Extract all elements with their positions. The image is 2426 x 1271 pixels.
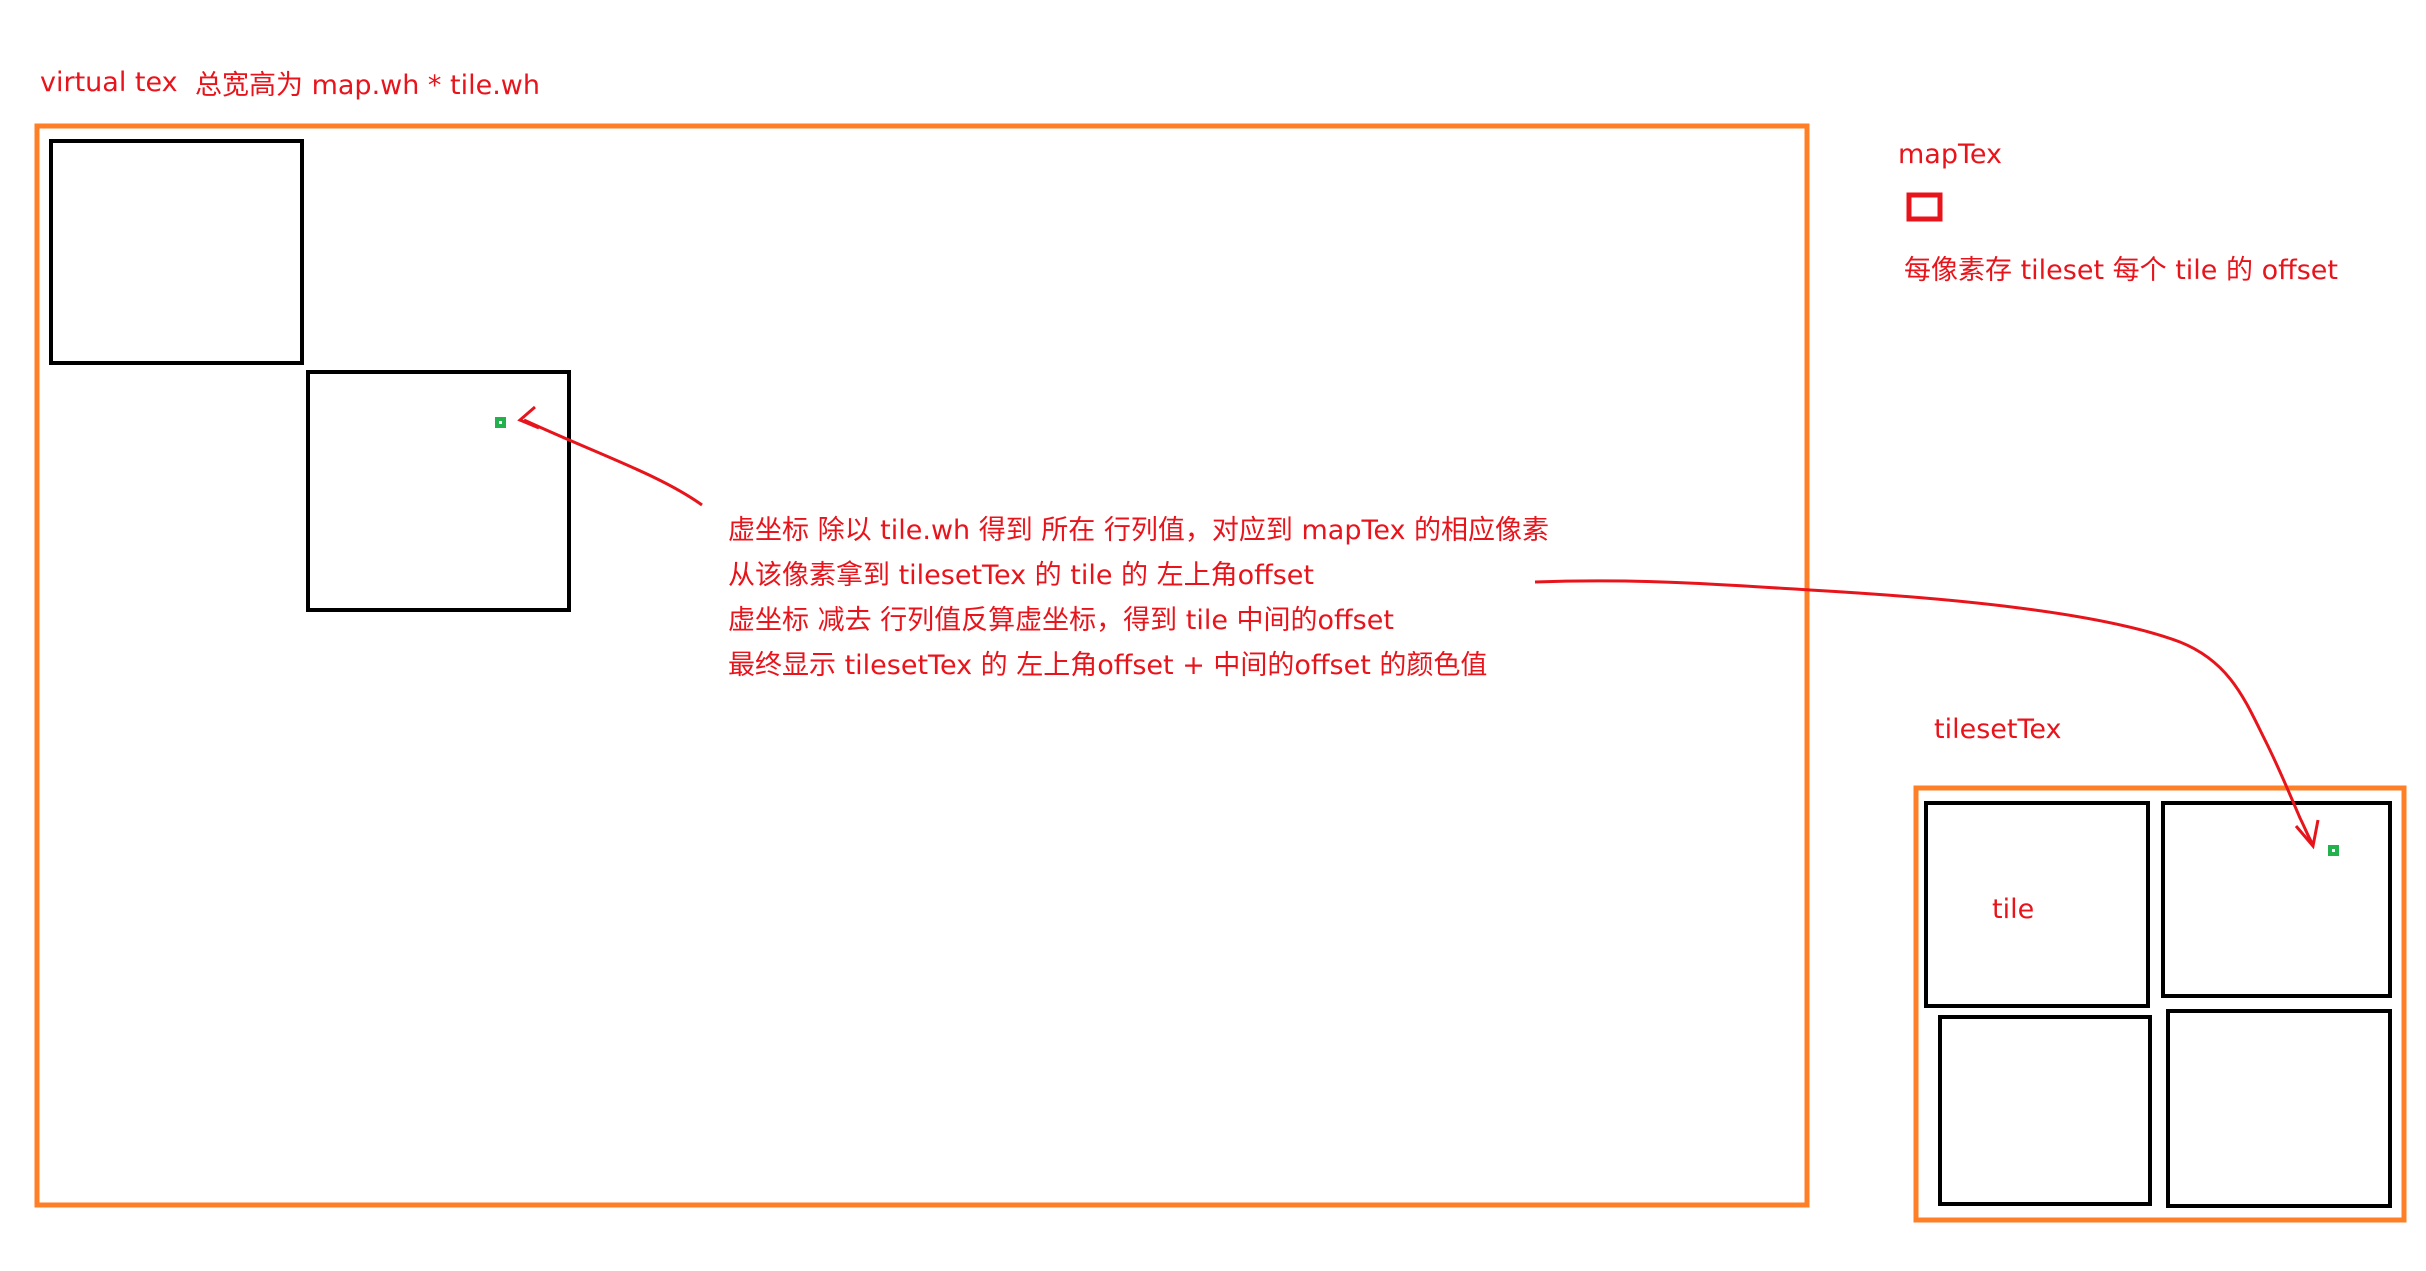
explanation-line-3: 虚坐标 减去 行列值反算虚坐标，得到 tile 中间的offset	[728, 605, 1394, 636]
explanation-line-4: 最终显示 tilesetTex 的 左上角offset + 中间的offset …	[728, 650, 1488, 681]
virtual-tex-label: virtual tex	[40, 67, 178, 98]
tile-label: tile	[1992, 894, 2035, 925]
virtual-tex-size-label: 总宽高为 map.wh * tile.wh	[195, 70, 540, 101]
map-tex-description: 每像素存 tileset 每个 tile 的 offset	[1904, 255, 2338, 286]
arrow-head-virtual	[517, 405, 540, 430]
tileset-tile-2	[2161, 801, 2392, 998]
virtual-tex-frame	[34, 123, 1810, 1208]
map-tex-label: mapTex	[1898, 139, 2003, 170]
tileset-tile-3	[1938, 1015, 2152, 1206]
virtual-sample-pixel-center	[499, 421, 502, 424]
arrow-to-virtual-pixel	[523, 418, 703, 507]
tileset-sample-pixel-center	[2332, 849, 2335, 852]
tileset-tile-4	[2166, 1009, 2392, 1208]
tileset-tile-1	[1924, 801, 2150, 1008]
tileset-tex-frame	[1913, 785, 2407, 1223]
virtual-tile-1	[49, 139, 304, 365]
arrow-to-tileset-pixel	[1534, 579, 2314, 844]
explanation-line-2: 从该像素拿到 tilesetTex 的 tile 的 左上角offset	[728, 560, 1314, 591]
arrow-head-tileset	[2294, 819, 2320, 850]
explanation-line-1: 虚坐标 除以 tile.wh 得到 所在 行列值，对应到 mapTex 的相应像…	[728, 515, 1550, 546]
tileset-tex-label: tilesetTex	[1934, 714, 2062, 745]
virtual-tile-2	[306, 370, 571, 612]
map-tex-icon	[1906, 192, 1943, 222]
